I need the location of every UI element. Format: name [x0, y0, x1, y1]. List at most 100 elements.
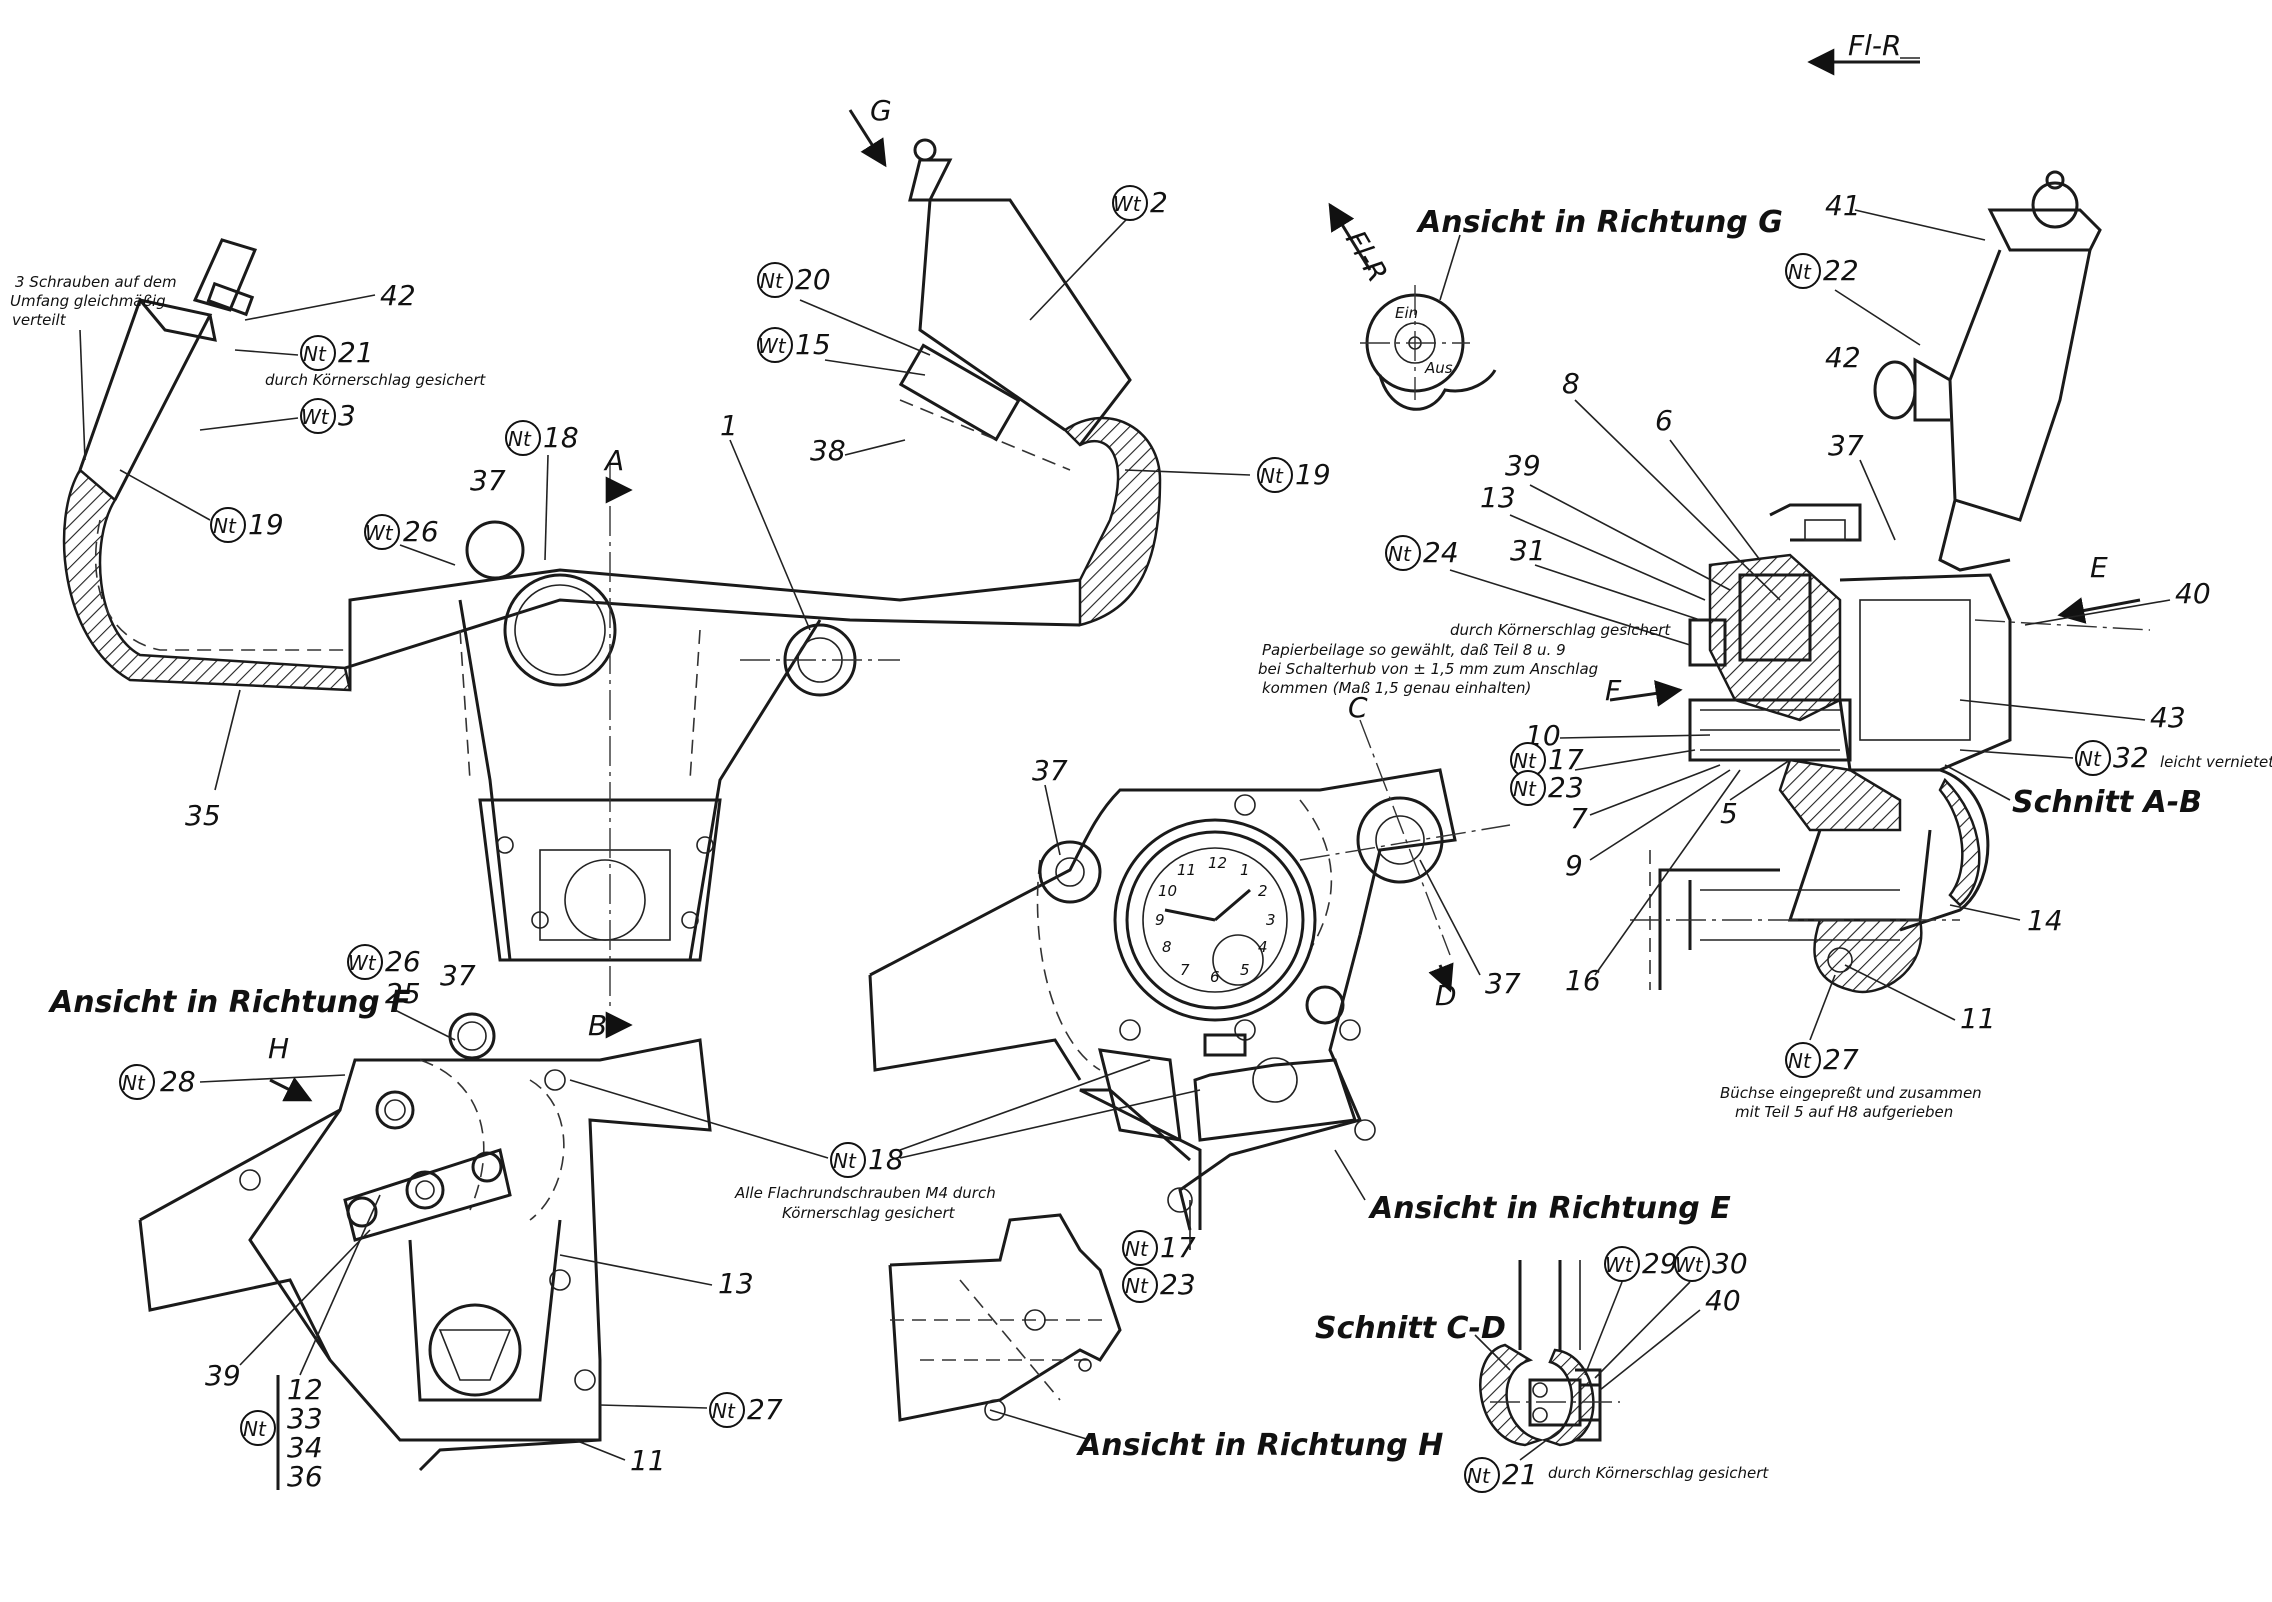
- note-flach-1: Alle Flachrundschrauben M4 durch: [734, 1184, 996, 1202]
- callout-31: 31: [1510, 534, 1546, 567]
- badge-wt26-top: Wt: [364, 514, 400, 550]
- lower-block: [1778, 758, 1902, 832]
- note-koerner-top: durch Körnerschlag gesichert: [265, 371, 486, 389]
- callout-42-right: 42: [1825, 341, 1861, 374]
- main-view-badges: Nt 21 Wt 3 Nt 19 Wt 26 Nt 18 Wt 2 Nt 20: [119, 185, 1331, 566]
- direction-indicator: Fl-R: [1807, 29, 1920, 76]
- badge-nt18-center: Nt: [830, 1142, 866, 1178]
- svg-text:Wt: Wt: [758, 334, 787, 358]
- callout-2: 2: [1150, 186, 1168, 219]
- clock-num-3: 3: [1266, 911, 1276, 929]
- callout-18-center: 18: [868, 1143, 904, 1176]
- section-cd: [1479, 1260, 1620, 1447]
- section-ab-labels: 41 Nt 22 42 37 8 6 39 13 Nt 24 31 durch …: [1258, 189, 2272, 1121]
- callout-13-bottom: 13: [718, 1267, 754, 1300]
- letter-h: H: [268, 1032, 289, 1065]
- badge-nt27-bottom: Nt: [709, 1392, 745, 1428]
- note-schrauben-3: verteilt: [12, 311, 67, 329]
- svg-text:Nt: Nt: [1388, 542, 1412, 566]
- note-buechse-1: Büchse eingepreßt und zusammen: [1720, 1084, 1982, 1102]
- clock-bezel: [1113, 818, 1317, 1022]
- badge-wt15: Wt: [757, 327, 793, 363]
- svg-text:Nt: Nt: [833, 1149, 857, 1173]
- badge-nt19-left: Nt: [210, 507, 246, 543]
- callout-43: 43: [2150, 701, 2186, 734]
- callout-3: 3: [338, 399, 356, 432]
- badge-nt23-right: Nt: [1510, 770, 1546, 806]
- callout-37-d: 37: [1485, 967, 1521, 1000]
- clock-num-1: 1: [1240, 861, 1250, 879]
- svg-text:Nt: Nt: [1467, 1464, 1491, 1488]
- badge-nt22: Nt: [1785, 253, 1821, 289]
- badge-nt23-center: Nt: [1122, 1267, 1158, 1303]
- note-papier-2: bei Schalterhub von ± 1,5 mm zum Anschla…: [1258, 660, 1598, 678]
- svg-text:Nt: Nt: [508, 427, 532, 451]
- callout-26-bottom: 26: [385, 945, 421, 978]
- clock-numbers: 12 1 2 3 4 5 6 7 8 9 10 11: [1155, 854, 1276, 986]
- callout-37-bottom: 37: [440, 959, 476, 992]
- note-koerner-right: durch Körnerschlag gesichert: [1450, 621, 1671, 639]
- view-e: [868, 719, 1511, 1231]
- view-e-labels: 37 C D 37 Ansicht in Richtung E Nt 18 Nt…: [569, 691, 1731, 1303]
- badge-nt24: Nt: [1385, 535, 1421, 571]
- callout-21-top: 21: [338, 336, 374, 369]
- clock-num-4: 4: [1258, 938, 1268, 956]
- svg-text:Nt: Nt: [1125, 1237, 1149, 1261]
- clock-num-12: 12: [1208, 854, 1227, 872]
- left-grip-tube: [62, 468, 352, 692]
- badge-nt28: Nt: [119, 1064, 155, 1100]
- svg-text:Nt: Nt: [1513, 777, 1537, 801]
- callout-8: 8: [1562, 367, 1580, 400]
- callout-7: 7: [1570, 802, 1588, 835]
- svg-text:Wt: Wt: [1675, 1253, 1704, 1277]
- badge-nt32: Nt: [2075, 740, 2111, 776]
- note-schrauben-2: Umfang gleichmäßig: [10, 292, 166, 310]
- callout-20: 20: [795, 263, 831, 296]
- callout-39-bottom: 39: [205, 1359, 241, 1392]
- note-buechse-2: mit Teil 5 auf H8 aufgerieben: [1735, 1103, 1953, 1121]
- callout-9: 9: [1565, 849, 1583, 882]
- badge-wt3: Wt: [300, 398, 336, 434]
- callout-35: 35: [185, 799, 221, 832]
- callout-38: 38: [810, 434, 846, 467]
- svg-text:Nt: Nt: [303, 342, 327, 366]
- section-ab-view: [1609, 170, 2151, 994]
- svg-text:Nt: Nt: [1513, 749, 1537, 773]
- callout-27-bottom: 27: [747, 1393, 783, 1426]
- callout-28: 28: [160, 1065, 196, 1098]
- view-f-labels: Ansicht in Richtung F H Wt 26 37 25 Nt 2…: [48, 944, 783, 1493]
- clock-num-2: 2: [1258, 882, 1268, 900]
- badge-nt17-center: Nt: [1122, 1230, 1158, 1266]
- letter-g: G: [870, 94, 892, 127]
- callout-37-top: 37: [470, 464, 506, 497]
- svg-text:Wt: Wt: [348, 951, 377, 975]
- callout-37-right: 37: [1828, 429, 1864, 462]
- svg-text:Nt: Nt: [213, 514, 237, 538]
- badge-wt26-bottom: Wt: [347, 944, 383, 980]
- callout-16: 16: [1565, 964, 1601, 997]
- fl-r-label: Fl-R: [1848, 29, 1901, 62]
- note-vernietet: leicht vernietet!: [2160, 753, 2272, 771]
- title-schnitt-cd: Schnitt C-D: [1315, 1311, 1506, 1346]
- center-body: [458, 599, 822, 962]
- callout-13-top: 13: [1480, 481, 1516, 514]
- letter-f: F: [1605, 674, 1622, 707]
- clock-num-6: 6: [1210, 968, 1220, 986]
- callout-24: 24: [1423, 536, 1459, 569]
- callout-42-left: 42: [380, 279, 416, 312]
- callout-14: 14: [2027, 904, 2063, 937]
- gauge-aus: Aus: [1424, 359, 1453, 377]
- view-g-gauge: Ansicht in Richtung G Ein Aus Fl-R: [1328, 202, 1783, 411]
- clock-num-7: 7: [1180, 961, 1190, 979]
- title-ansicht-h: Ansicht in Richtung H: [1076, 1428, 1443, 1463]
- callout-39-top: 39: [1505, 449, 1541, 482]
- svg-text:Wt: Wt: [365, 521, 394, 545]
- letter-b: B: [588, 1009, 607, 1042]
- main-handlebar-view: [62, 109, 1162, 1039]
- title-ansicht-g: Ansicht in Richtung G: [1416, 205, 1783, 240]
- callout-26-top: 26: [403, 515, 439, 548]
- svg-text:Nt: Nt: [712, 1399, 736, 1423]
- title-ansicht-e: Ansicht in Richtung E: [1368, 1191, 1731, 1226]
- callout-36: 36: [287, 1460, 323, 1493]
